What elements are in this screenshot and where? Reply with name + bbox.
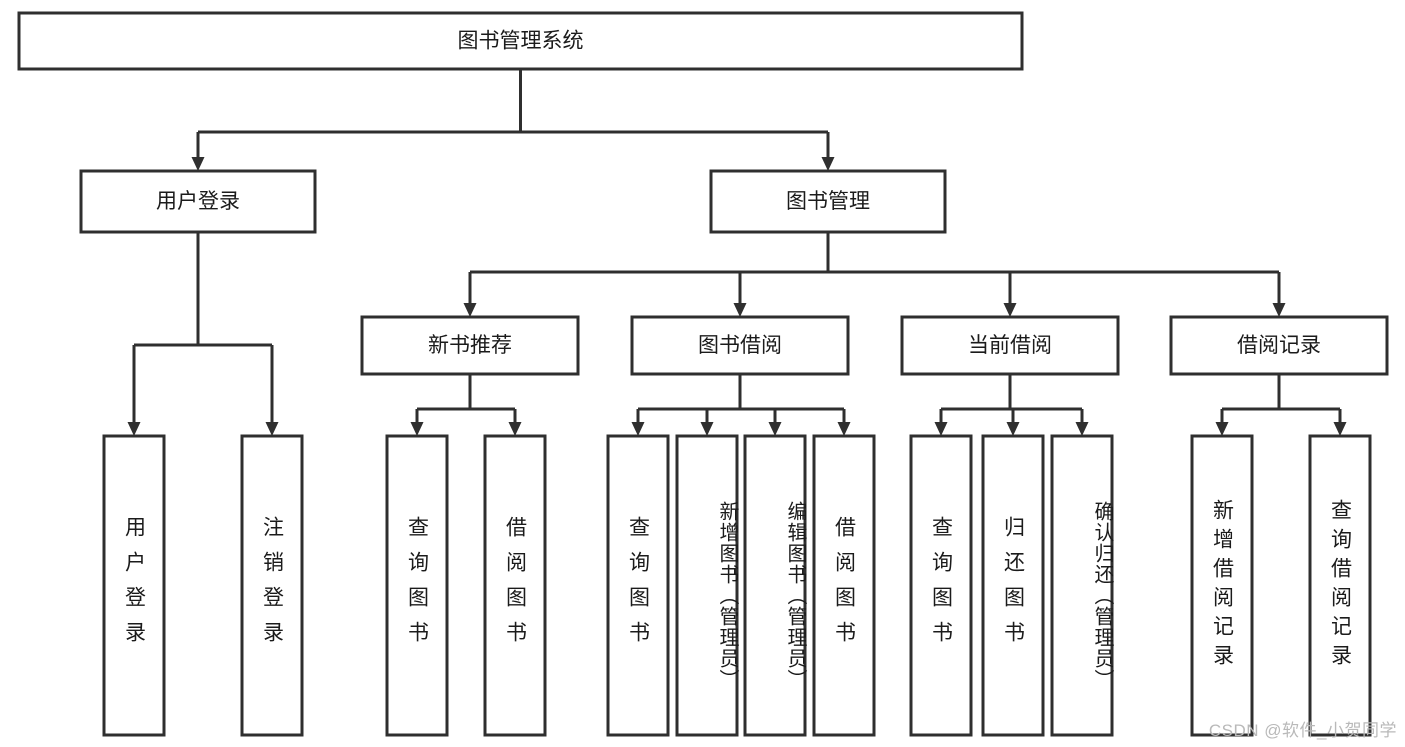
node-leaf-borrow-book-2[interactable]	[812, 434, 876, 737]
arrow-head-icon	[700, 422, 714, 436]
node-borrow-record-label: 借阅记录	[1237, 334, 1321, 357]
node-leaf-return-book[interactable]	[981, 434, 1045, 737]
arrow-head-icon	[265, 422, 279, 436]
arrow-head-icon	[733, 303, 747, 317]
node-book-manage[interactable]	[709, 169, 947, 234]
arrow-head-icon	[631, 422, 645, 436]
node-leaf-borrow-book-1[interactable]	[483, 434, 547, 737]
node-leaf-edit-book[interactable]	[743, 434, 807, 737]
arrow-head-icon	[508, 422, 522, 436]
node-new-book-rec-label: 新书推荐	[428, 334, 512, 357]
node-book-borrow-label: 图书借阅	[698, 334, 782, 357]
node-leaf-user-login[interactable]	[102, 434, 166, 737]
node-leaf-query-book-2[interactable]	[606, 434, 670, 737]
arrow-head-icon	[1215, 422, 1229, 436]
arrow-head-icon	[821, 157, 835, 171]
node-book-manage-label: 图书管理	[786, 190, 870, 213]
node-leaf-query-book-1[interactable]	[385, 434, 449, 737]
arrow-head-icon	[768, 422, 782, 436]
node-user-login-label: 用户登录	[156, 190, 240, 213]
arrow-head-icon	[410, 422, 424, 436]
node-current-borrow[interactable]	[900, 315, 1120, 376]
node-leaf-add-book[interactable]	[675, 434, 739, 737]
connectors-layer	[127, 69, 1347, 436]
node-root-label: 图书管理系统	[458, 30, 584, 53]
node-leaf-query-book-3[interactable]	[909, 434, 973, 737]
node-new-book-rec[interactable]	[360, 315, 580, 376]
node-root[interactable]	[17, 11, 1024, 71]
arrow-head-icon	[191, 157, 205, 171]
node-leaf-add-record[interactable]	[1190, 434, 1254, 737]
node-user-login[interactable]	[79, 169, 317, 234]
arrow-head-icon	[127, 422, 141, 436]
arrow-head-icon	[934, 422, 948, 436]
node-borrow-record[interactable]	[1169, 315, 1389, 376]
watermark-text: CSDN @软件_小贺同学	[1208, 721, 1397, 740]
node-current-borrow-label: 当前借阅	[968, 334, 1052, 357]
node-leaf-query-record[interactable]	[1308, 434, 1372, 737]
node-leaf-confirm-return[interactable]	[1050, 434, 1114, 737]
arrow-head-icon	[1075, 422, 1089, 436]
arrow-head-icon	[463, 303, 477, 317]
arrow-head-icon	[1003, 303, 1017, 317]
node-leaf-logout[interactable]	[240, 434, 304, 737]
node-book-borrow[interactable]	[630, 315, 850, 376]
arrow-head-icon	[837, 422, 851, 436]
arrow-head-icon	[1006, 422, 1020, 436]
arrow-head-icon	[1333, 422, 1347, 436]
arrow-head-icon	[1272, 303, 1286, 317]
